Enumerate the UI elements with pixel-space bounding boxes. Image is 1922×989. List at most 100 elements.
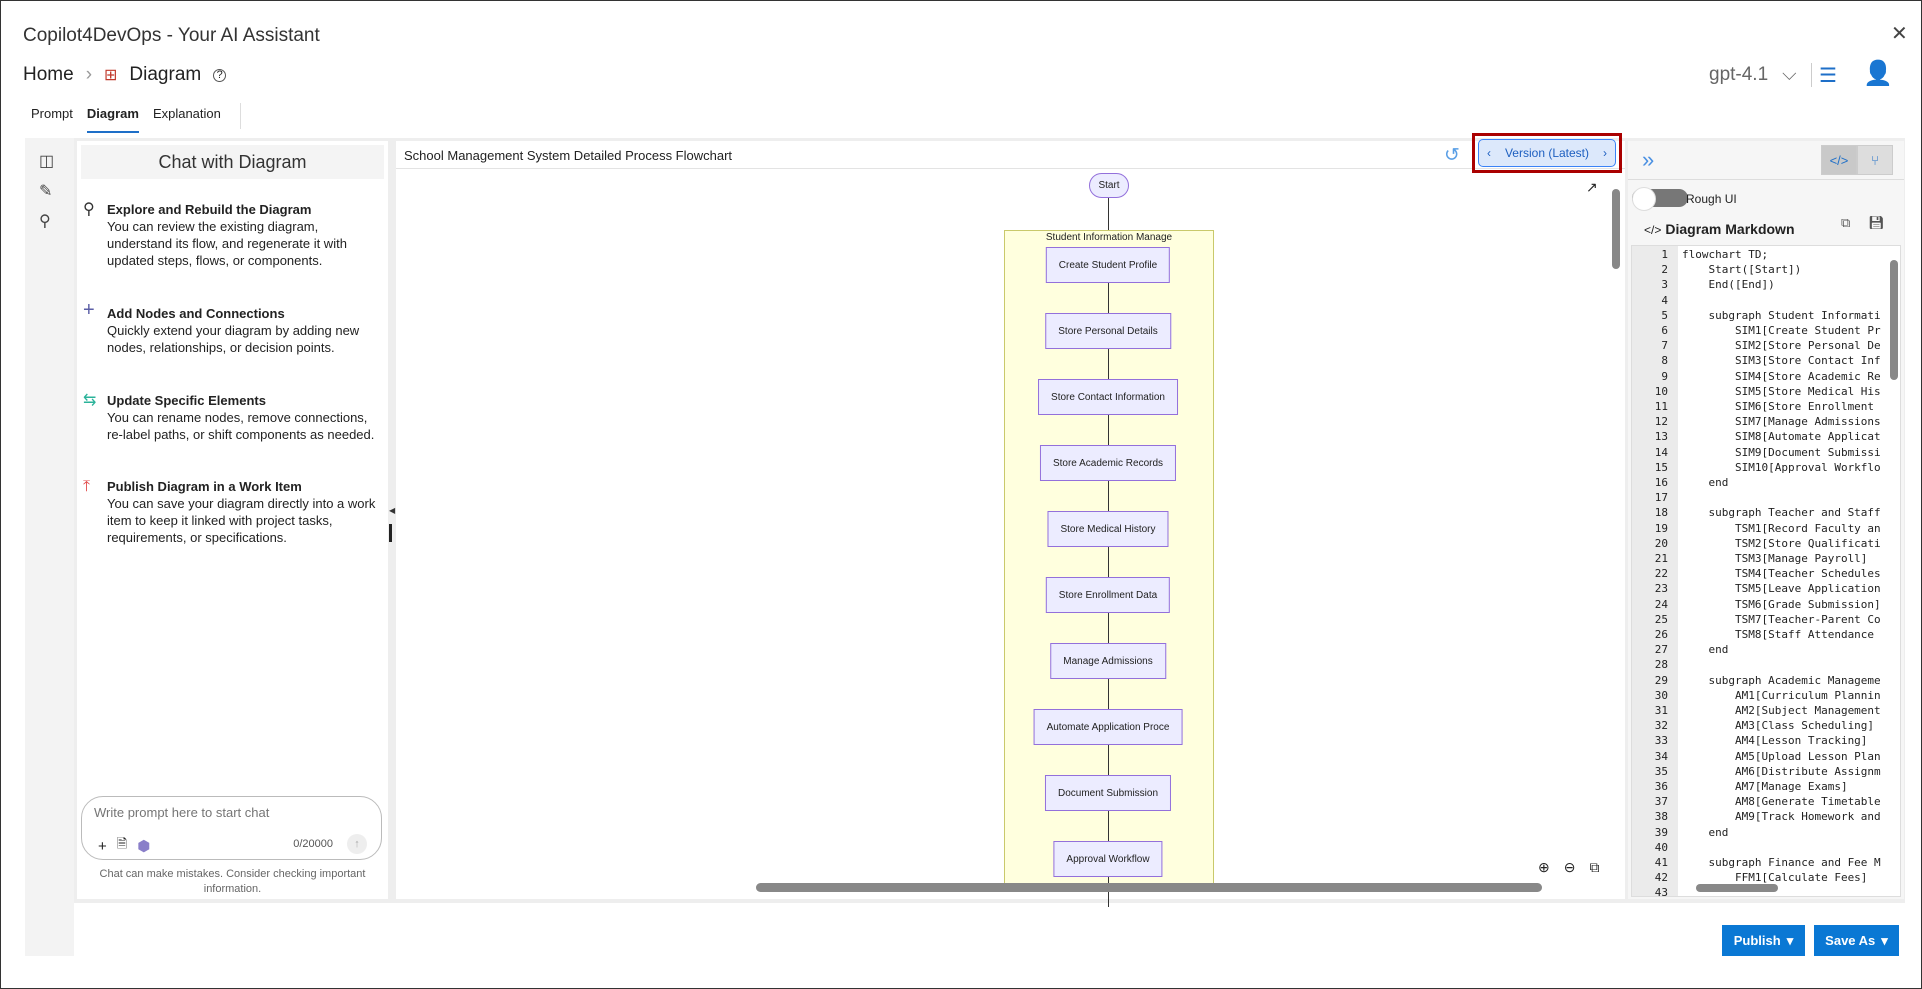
line-number: 12 — [1654, 415, 1668, 429]
line-number: 28 — [1654, 658, 1668, 672]
editor-vertical-scrollbar[interactable] — [1890, 260, 1898, 380]
code-view-button[interactable]: </> — [1821, 145, 1857, 175]
flow-node[interactable]: Store Enrollment Data — [1045, 577, 1171, 613]
flow-node[interactable]: Store Contact Information — [1038, 379, 1178, 415]
flow-node[interactable]: Store Personal Details — [1045, 313, 1171, 349]
chevron-right-icon: › — [85, 64, 93, 85]
chat-title: Chat with Diagram — [81, 145, 384, 179]
editor-horizontal-scrollbar[interactable] — [1696, 884, 1778, 892]
publish-button[interactable]: Publish▾ — [1722, 925, 1805, 956]
line-number: 1 — [1661, 248, 1668, 261]
diagram-view-button[interactable]: ⑂ — [1857, 145, 1893, 175]
flow-node[interactable]: Store Medical History — [1047, 511, 1169, 547]
model-select[interactable]: gpt-4.1 ⌵ — [1709, 63, 1812, 87]
search-icon[interactable]: ⚲ — [39, 213, 51, 230]
edge — [1108, 613, 1109, 643]
settings-sliders-icon[interactable]: ☰ — [1819, 65, 1837, 87]
code-line: TSM3[Manage Payroll] — [1682, 552, 1868, 565]
double-chevron-right-icon[interactable]: » — [1642, 147, 1655, 172]
edge — [1108, 679, 1109, 709]
line-number: 19 — [1654, 521, 1668, 535]
vertical-scrollbar[interactable] — [1611, 173, 1621, 873]
save-as-button[interactable]: Save As▾ — [1814, 925, 1899, 956]
open-external-icon[interactable]: ↗ — [1586, 179, 1598, 195]
breadcrumb-home[interactable]: Home — [23, 64, 74, 85]
save-as-label: Save As — [1825, 933, 1876, 948]
code-line: TSM7[Teacher-Parent Co — [1682, 612, 1881, 626]
code-line: FFM1[Calculate Fees] — [1682, 871, 1868, 885]
hexagon-icon[interactable]: ⬢ — [137, 838, 151, 855]
line-number: 42 — [1654, 871, 1668, 885]
collapse-arrow-icon[interactable]: ◀ — [389, 506, 396, 515]
plus-icon[interactable]: + — [98, 837, 107, 855]
help-icon[interactable]: ? — [213, 68, 227, 82]
line-number: 13 — [1654, 430, 1668, 444]
horizontal-scrollbar[interactable] — [396, 879, 1611, 895]
line-number: 37 — [1654, 795, 1668, 809]
left-rail: ◫ ✎ ⚲ — [25, 138, 74, 956]
flow-node[interactable]: Document Submission — [1044, 775, 1172, 811]
line-number: 18 — [1654, 506, 1668, 520]
code-line: AM1[Curriculum Plannin — [1682, 688, 1881, 702]
feature-desc: Quickly extend your diagram by adding ne… — [107, 323, 360, 355]
tab-diagram[interactable]: Diagram — [86, 106, 139, 133]
code-icon: </> — [1644, 223, 1662, 237]
close-icon[interactable]: ✕ — [1891, 23, 1908, 45]
line-number: 41 — [1654, 856, 1668, 869]
rough-ui-toggle[interactable] — [1632, 187, 1688, 211]
search-icon: ⚲ — [83, 201, 95, 218]
user-feedback-icon[interactable]: 👤 — [1863, 60, 1893, 87]
line-number: 14 — [1654, 445, 1668, 459]
feature-desc: You can rename nodes, remove connections… — [107, 410, 375, 442]
code-line: SIM1[Create Student Pr — [1682, 324, 1881, 337]
chevron-left-icon[interactable]: ‹ — [1487, 146, 1491, 160]
feature-explore: ⚲ Explore and Rebuild the Diagram You ca… — [83, 201, 377, 269]
history-icon[interactable]: ↺ — [1444, 145, 1460, 166]
flow-node[interactable]: Approval Workflow — [1053, 841, 1163, 877]
code-line: subgraph Teacher and Staff — [1682, 506, 1881, 520]
line-number: 26 — [1654, 628, 1668, 641]
prompt-input[interactable] — [94, 805, 364, 820]
feature-title: Explore and Rebuild the Diagram — [107, 202, 312, 217]
line-number: 27 — [1654, 643, 1668, 657]
start-node[interactable]: Start — [1089, 173, 1129, 198]
diagram-panel: School Management System Detailed Proces… — [396, 133, 1625, 907]
code-line: AM2[Subject Management — [1682, 704, 1881, 717]
save-icon[interactable]: 💾︎ — [1868, 215, 1885, 230]
code-line: SIM8[Automate Applicat — [1682, 430, 1881, 444]
divider — [1810, 63, 1812, 87]
edge — [1108, 415, 1109, 445]
tab-bar: Prompt Diagram Explanation — [31, 106, 221, 133]
resize-handle[interactable] — [389, 524, 392, 542]
flow-node[interactable]: Manage Admissions — [1050, 643, 1166, 679]
tab-explanation[interactable]: Explanation — [152, 106, 221, 121]
copy-icon[interactable]: ⧉ — [1841, 215, 1851, 230]
line-number: 24 — [1654, 597, 1668, 611]
send-button[interactable]: ↑ — [347, 834, 367, 854]
edge — [1108, 547, 1109, 577]
flow-node[interactable]: Create Student Profile — [1045, 247, 1171, 283]
chevron-right-icon[interactable]: › — [1602, 146, 1607, 160]
line-number: 6 — [1661, 324, 1668, 337]
sidebar-toggle-icon[interactable]: ◫ — [39, 153, 55, 170]
version-selector[interactable]: ‹ Version (Latest) › — [1478, 139, 1616, 167]
line-number: 8 — [1661, 354, 1668, 368]
flow-node[interactable]: Store Academic Records — [1039, 445, 1177, 481]
flow-node[interactable]: Automate Application Proce — [1033, 709, 1183, 745]
tab-prompt[interactable]: Prompt — [31, 106, 73, 121]
edit-icon[interactable]: ✎ — [39, 183, 53, 200]
copy-icon[interactable]: ⧉ — [1589, 859, 1600, 875]
line-number: 25 — [1654, 612, 1668, 626]
rough-ui-label: Rough UI — [1686, 192, 1737, 206]
line-number: 20 — [1654, 536, 1668, 550]
upload-icon: ⤒ — [83, 478, 91, 495]
edge — [1108, 349, 1109, 379]
zoom-in-icon[interactable]: ⊕ — [1538, 859, 1550, 875]
code-line: Start([Start]) — [1682, 263, 1802, 277]
markdown-header: </>Diagram Markdown — [1644, 221, 1799, 237]
zoom-out-icon[interactable]: ⊖ — [1563, 859, 1576, 875]
subgraph-label: Student Information Manage — [1045, 232, 1173, 243]
line-number: 4 — [1661, 293, 1668, 307]
attach-document-icon[interactable]: 🗎 — [116, 836, 128, 851]
